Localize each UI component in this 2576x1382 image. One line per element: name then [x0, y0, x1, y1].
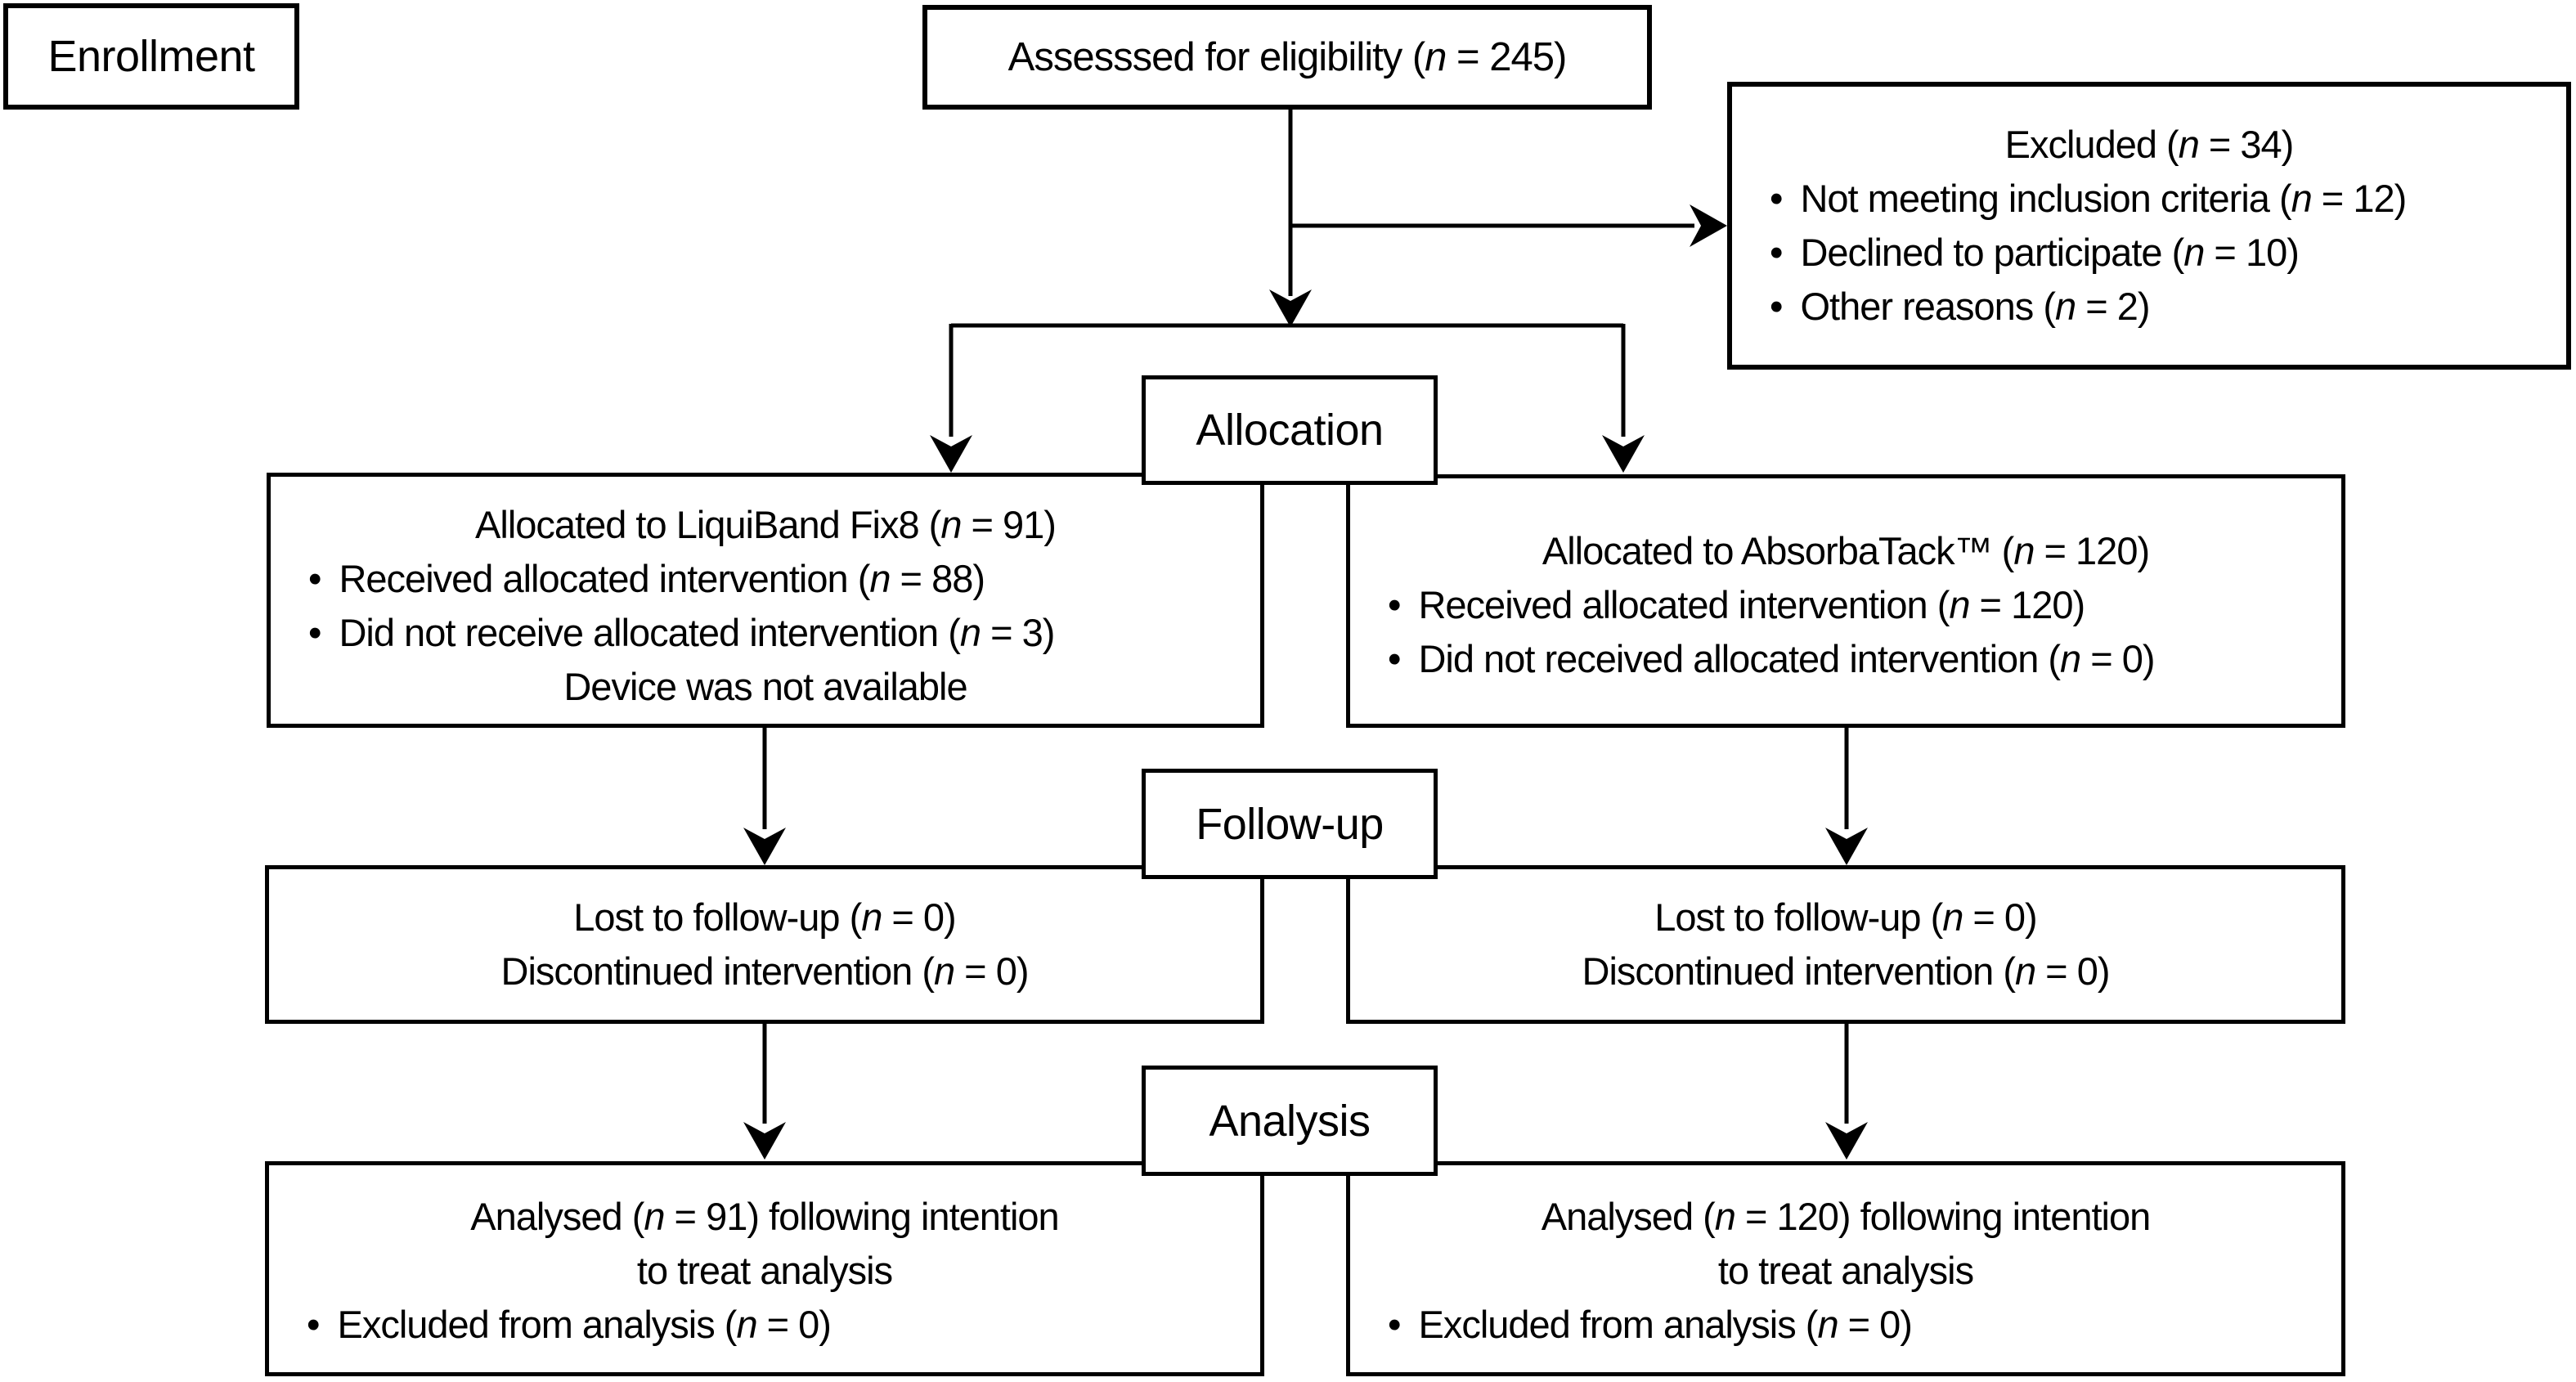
arrowhead-analysis-right: [1825, 1122, 1868, 1160]
followup-stage-box: Follow-up: [1142, 769, 1438, 879]
allocation-right-box: Allocated to AbsorbaTack™ (n = 120) • Re…: [1346, 474, 2345, 728]
bullet-icon: •: [1770, 231, 1784, 274]
followup-stage-label: Follow-up: [1196, 799, 1384, 849]
enrollment-stage-label: Enrollment: [47, 32, 255, 81]
analysis-stage-box: Analysis: [1142, 1066, 1438, 1176]
followup-right-box: Lost to follow-up (n = 0) Discontinued i…: [1346, 865, 2345, 1024]
allocation-right-item-text: Received allocated intervention (n = 120…: [1418, 583, 2085, 626]
bullet-icon: •: [1770, 177, 1784, 220]
bullet-icon: •: [1388, 637, 1402, 680]
analysis-left-line1: Analysed (n = 91) following intention: [470, 1195, 1059, 1238]
allocation-right-item-text: Did not received allocated intervention …: [1418, 637, 2155, 680]
bullet-icon: •: [1770, 285, 1784, 328]
arrowhead-followup-left: [743, 828, 786, 865]
arrowhead-allocation-right: [1602, 435, 1645, 473]
followup-right-line2: Discontinued intervention (n = 0): [1582, 949, 2111, 993]
allocation-left-item-text: Did not receive allocated intervention (…: [339, 611, 1055, 654]
excluded-item: • Not meeting inclusion criteria (n = 12…: [1732, 172, 2566, 226]
allocation-left-item-text: Received allocated intervention (n = 88): [339, 557, 985, 600]
excluded-item: • Other reasons (n = 2): [1732, 280, 2566, 334]
excluded-item-text: Not meeting inclusion criteria (n = 12): [1800, 177, 2407, 220]
allocation-left-item: • Did not receive allocated intervention…: [271, 606, 1260, 660]
excluded-title: Excluded (n = 34): [2004, 123, 2295, 166]
assessed-box: Assesssed for eligibility (n = 245): [922, 5, 1652, 110]
excluded-item: • Declined to participate (n = 10): [1732, 226, 2566, 280]
followup-left-line2: Discontinued intervention (n = 0): [500, 949, 1030, 993]
allocation-right-item: • Did not received allocated interventio…: [1350, 632, 2341, 686]
bullet-icon: •: [308, 611, 322, 654]
analysis-stage-label: Analysis: [1209, 1096, 1371, 1146]
allocation-left-note: Device was not available: [563, 665, 967, 708]
allocation-stage-label: Allocation: [1196, 406, 1384, 455]
arrowhead-assessed-down: [1269, 289, 1312, 327]
analysis-left-box: Analysed (n = 91) following intention to…: [265, 1161, 1264, 1376]
bullet-icon: •: [1388, 1303, 1402, 1346]
allocation-left-box: Allocated to LiquiBand Fix8 (n = 91) • R…: [267, 473, 1264, 728]
allocation-left-title: Allocated to LiquiBand Fix8 (n = 91): [475, 503, 1057, 546]
excluded-item-text: Other reasons (n = 2): [1800, 285, 2150, 328]
arrowhead-followup-right: [1825, 828, 1868, 865]
enrollment-stage-box: Enrollment: [3, 3, 299, 110]
excluded-item-text: Declined to participate (n = 10): [1800, 231, 2299, 274]
followup-left-line1: Lost to follow-up (n = 0): [573, 895, 956, 939]
arrowhead-analysis-left: [743, 1122, 786, 1160]
followup-right-line1: Lost to follow-up (n = 0): [1654, 895, 2037, 939]
analysis-left-line2: to treat analysis: [636, 1249, 893, 1292]
analysis-left-item: • Excluded from analysis (n = 0): [269, 1298, 1260, 1352]
arrowhead-to-excluded: [1690, 204, 1727, 247]
analysis-right-line2: to treat analysis: [1717, 1249, 1974, 1292]
allocation-right-title: Allocated to AbsorbaTack™ (n = 120): [1542, 529, 2150, 572]
bullet-icon: •: [1388, 583, 1402, 626]
bullet-icon: •: [308, 557, 322, 600]
arrowhead-allocation-left: [930, 435, 972, 473]
analysis-right-item: • Excluded from analysis (n = 0): [1350, 1298, 2341, 1352]
followup-left-box: Lost to follow-up (n = 0) Discontinued i…: [265, 865, 1264, 1024]
assessed-text: Assesssed for eligibility (n = 245): [1008, 35, 1568, 79]
allocation-left-item: • Received allocated intervention (n = 8…: [271, 552, 1260, 606]
analysis-left-item-text: Excluded from analysis (n = 0): [337, 1303, 831, 1346]
analysis-right-box: Analysed (n = 120) following intention t…: [1346, 1161, 2345, 1376]
allocation-stage-box: Allocation: [1142, 375, 1438, 485]
allocation-right-item: • Received allocated intervention (n = 1…: [1350, 578, 2341, 632]
analysis-right-line1: Analysed (n = 120) following intention: [1541, 1195, 2152, 1238]
excluded-box: Excluded (n = 34) • Not meeting inclusio…: [1727, 82, 2571, 370]
bullet-icon: •: [307, 1303, 321, 1346]
analysis-right-item-text: Excluded from analysis (n = 0): [1418, 1303, 1912, 1346]
